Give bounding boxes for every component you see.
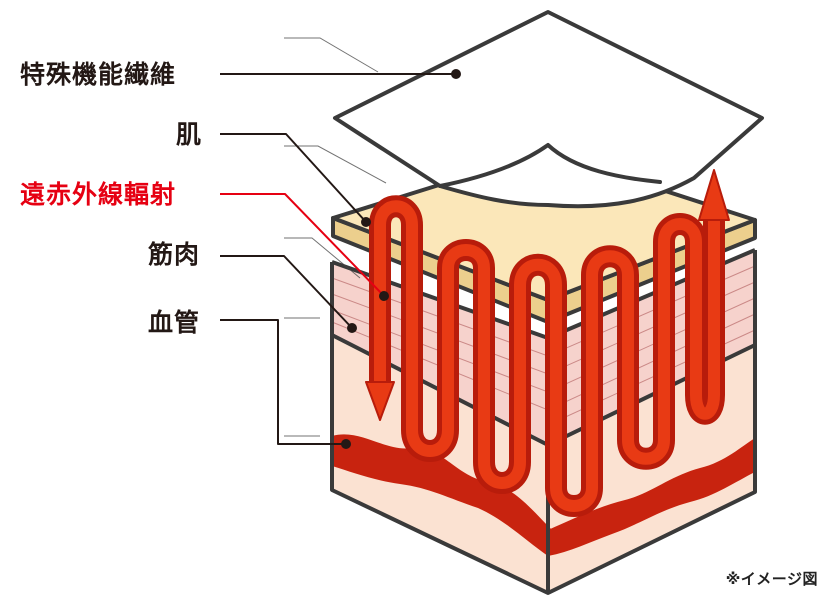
label-special-fiber: 特殊機能繊維: [20, 60, 177, 89]
label-muscle: 筋肉: [148, 240, 201, 269]
leader-far-infrared: [220, 193, 385, 297]
blood-vessel-band: [332, 434, 755, 556]
leader-muscle: [220, 255, 353, 329]
label-skin: 肌: [176, 120, 203, 149]
far-infrared-path: [365, 169, 730, 517]
faint-guide-lines: [284, 37, 387, 437]
down-arrow-head: [365, 381, 395, 421]
up-arrow-head: [698, 169, 730, 221]
leader-lines: [220, 73, 456, 445]
blood-vessel-right: [548, 438, 755, 556]
label-far-infrared: 遠赤外線輻射: [20, 180, 177, 209]
leader-dots: [341, 69, 461, 449]
image-note: ※イメージ図: [725, 570, 818, 588]
leader-skin: [220, 133, 367, 223]
fiber-fabric: [333, 10, 764, 209]
leader-vessel: [220, 319, 346, 445]
blood-vessel-left: [332, 434, 552, 556]
far-infrared-wave: [374, 200, 720, 512]
fiber-fabric-fold: [438, 143, 662, 188]
label-blood-vessel: 血管: [148, 308, 201, 337]
